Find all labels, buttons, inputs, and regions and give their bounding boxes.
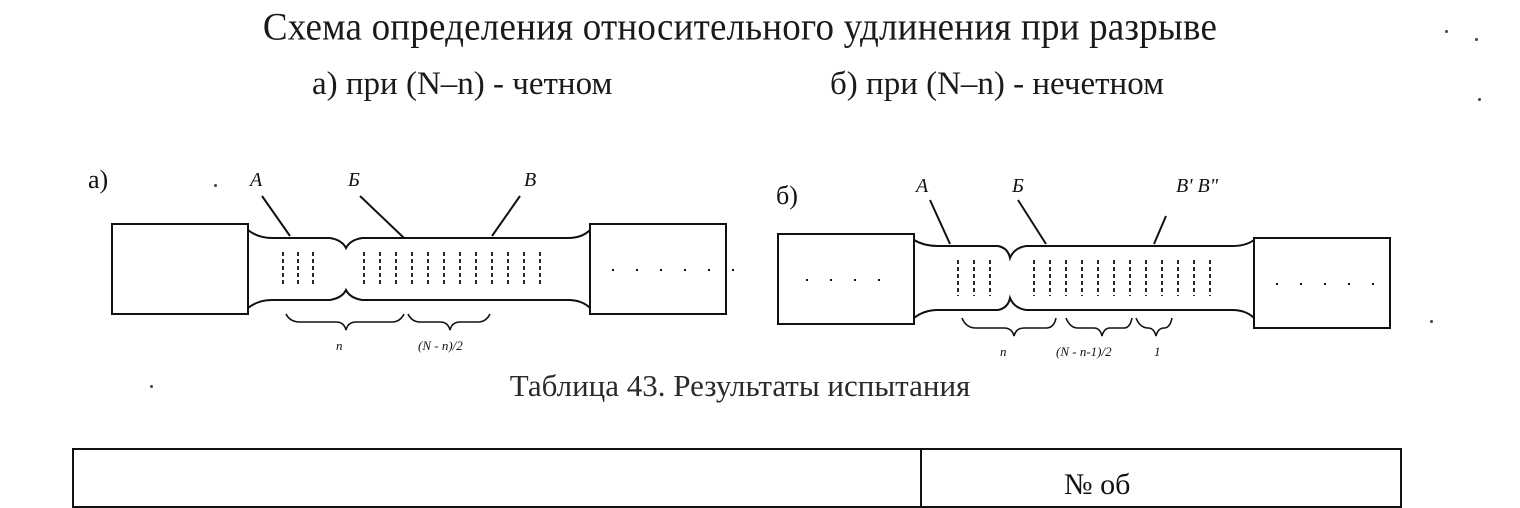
specimen-a-gauge-body: [247, 229, 591, 309]
subtitle-even: а) при (N–n) - четном: [312, 66, 613, 102]
brace-b-half: [1065, 317, 1133, 337]
subtitle-odd: б) при (N–n) - нечетном: [830, 66, 1164, 102]
dim-a-half: (N - n)/2: [418, 338, 463, 353]
mark-a-v: В: [524, 169, 536, 191]
results-table: № об: [72, 448, 1402, 508]
mark-a-a: А: [248, 169, 263, 191]
leader-b-v: [1153, 215, 1167, 245]
scan-speck: [1445, 30, 1448, 33]
table-header-partial: № об: [1064, 468, 1131, 501]
specimen-a-left-grip: [111, 223, 249, 315]
panel-label-a: а): [88, 165, 108, 194]
scan-speck: [1430, 320, 1433, 323]
table-caption: Таблица 43. Результаты испытания: [509, 368, 971, 403]
scan-speck: [1475, 38, 1478, 41]
dim-a-n: n: [336, 338, 343, 353]
brace-a-n: [285, 313, 405, 331]
leader-b-a: [929, 199, 951, 245]
specimen-a-gauge-marks: [282, 252, 541, 286]
specimen-b-right-grip: [1253, 237, 1391, 329]
leader-a-v: [491, 195, 521, 237]
brace-b-n: [961, 317, 1057, 337]
mark-b-v: В' В": [1176, 175, 1219, 197]
scan-speck: [214, 184, 217, 187]
dim-b-half: (N - n-1)/2: [1056, 344, 1112, 359]
scan-speck: [1478, 98, 1481, 101]
specimen-b-gauge-body: [913, 239, 1255, 319]
brace-a-half: [407, 313, 491, 331]
mark-b-a: А: [914, 175, 929, 197]
figure-a: [111, 195, 740, 331]
specimen-diagram: а) А Б В n (N - n)/2: [88, 165, 1391, 359]
dim-b-one: 1: [1154, 344, 1161, 359]
table-column-divider: [920, 450, 922, 506]
mark-a-b: Б: [347, 169, 360, 191]
specimen-a-right-grip: [589, 223, 727, 315]
panel-label-b: б): [776, 181, 798, 210]
brace-b-one: [1135, 317, 1173, 337]
dim-b-n: n: [1000, 344, 1007, 359]
page-title: Схема определения относительного удлинен…: [262, 5, 1218, 50]
mark-b-b: Б: [1011, 175, 1024, 197]
leader-a-b: [359, 195, 405, 239]
leader-b-b: [1017, 199, 1047, 245]
leader-a-a: [261, 195, 291, 237]
specimen-b-left-grip: [777, 233, 915, 325]
scan-speck: [150, 385, 153, 388]
specimen-b-gauge-marks: [957, 260, 1211, 296]
figure-b: [777, 199, 1391, 337]
